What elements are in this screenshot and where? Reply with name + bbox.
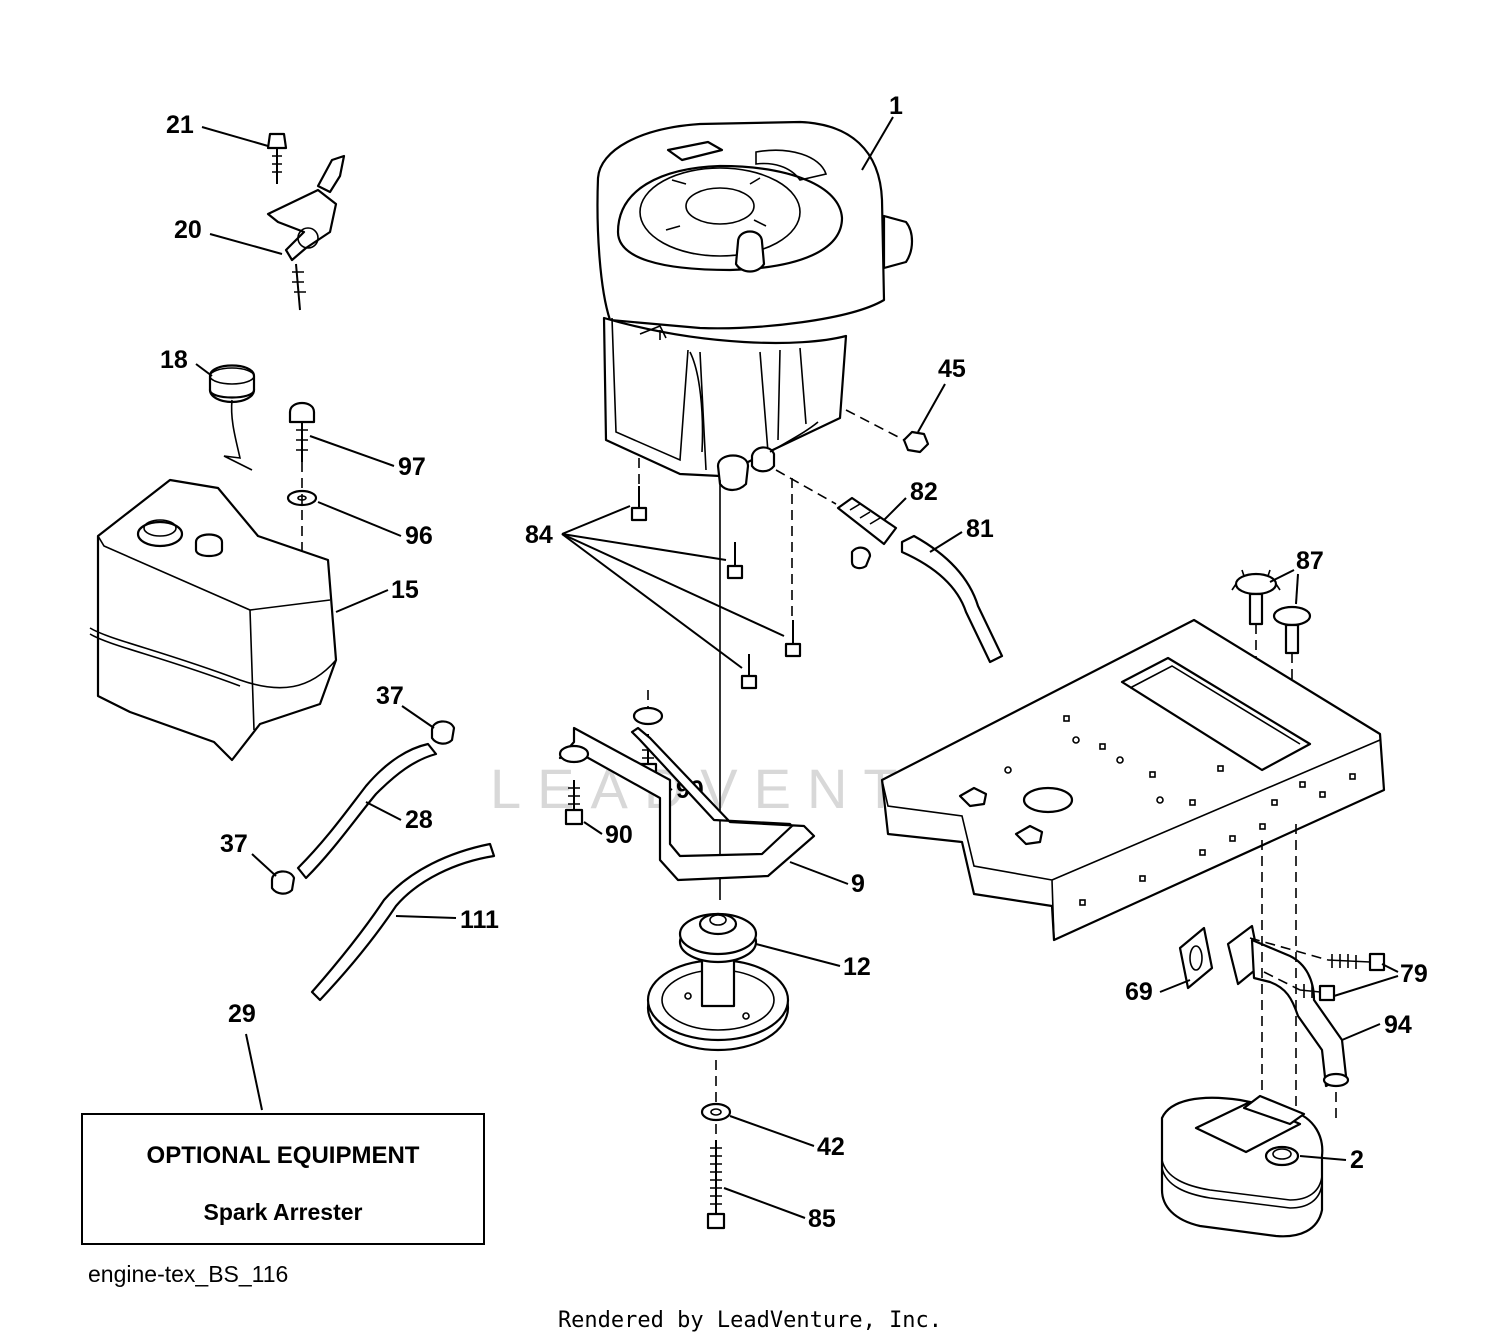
nut-45-part[interactable] xyxy=(902,430,930,454)
bolt-90-lower-part[interactable] xyxy=(564,780,584,826)
bolts-84-part[interactable] xyxy=(630,486,802,690)
callout-82: 82 xyxy=(910,478,938,506)
diagram-code: engine-tex_BS_116 xyxy=(88,1261,288,1287)
callout-87: 87 xyxy=(1296,547,1324,575)
throttle-control-part[interactable] xyxy=(266,154,346,311)
washer-42-part[interactable] xyxy=(700,1102,732,1122)
callout-18: 18 xyxy=(160,346,188,374)
optional-equipment-title: OPTIONAL EQUIPMENT xyxy=(147,1142,420,1169)
frame-part[interactable] xyxy=(880,618,1386,942)
bolt-97-part[interactable] xyxy=(288,401,316,462)
callout-29: 29 xyxy=(228,1000,256,1028)
callout-15: 15 xyxy=(391,576,419,604)
optional-equipment-item: Spark Arrester xyxy=(204,1199,363,1225)
callout-1: 1 xyxy=(889,92,903,120)
screw-21-part[interactable] xyxy=(266,132,288,184)
callout-79: 79 xyxy=(1400,960,1428,988)
clamp-37-upper-part[interactable] xyxy=(430,720,456,745)
callout-45: 45 xyxy=(938,355,966,383)
callout-21: 21 xyxy=(166,111,194,139)
callout-42: 42 xyxy=(817,1133,845,1161)
clamp-37-lower-part[interactable] xyxy=(270,870,296,895)
callout-69: 69 xyxy=(1125,978,1153,1006)
callout-20: 20 xyxy=(174,216,202,244)
callout-96: 96 xyxy=(405,522,433,550)
fuel-tank-part[interactable] xyxy=(89,478,338,762)
callout-97: 97 xyxy=(398,453,426,481)
gasket-69-part[interactable] xyxy=(1178,926,1214,990)
hose-111-part[interactable] xyxy=(310,842,496,1002)
callout-12: 12 xyxy=(843,953,871,981)
callout-37-upper: 37 xyxy=(376,682,404,710)
bracket-9-part[interactable] xyxy=(558,706,816,882)
fuel-filter-part[interactable] xyxy=(836,496,898,570)
rendered-by-footer: Rendered by LeadVenture, Inc. xyxy=(558,1308,942,1333)
muffler-2-part[interactable] xyxy=(1160,1094,1324,1238)
bolts-87-part[interactable] xyxy=(1231,569,1312,655)
pulley-12-part[interactable] xyxy=(646,912,790,1052)
callout-85: 85 xyxy=(808,1205,836,1233)
bolts-79-part[interactable] xyxy=(1299,952,1386,1002)
fuel-hose-81-part[interactable] xyxy=(900,534,1004,664)
bolt-85-part[interactable] xyxy=(706,1140,726,1230)
callout-9: 9 xyxy=(851,870,865,898)
fuel-hose-28-part[interactable] xyxy=(296,742,438,880)
fuel-cap-part[interactable] xyxy=(208,364,256,471)
optional-equipment-box: OPTIONAL EQUIPMENT Spark Arrester xyxy=(81,1113,485,1245)
callout-84: 84 xyxy=(525,521,553,549)
callout-81: 81 xyxy=(966,515,994,543)
callout-90-lower: 90 xyxy=(605,821,633,849)
callout-94: 94 xyxy=(1384,1011,1412,1039)
callout-111: 111 xyxy=(460,906,499,934)
callout-28: 28 xyxy=(405,806,433,834)
callout-37-lower: 37 xyxy=(220,830,248,858)
callout-2: 2 xyxy=(1350,1146,1364,1174)
engine-part[interactable] xyxy=(596,120,914,492)
exhaust-pipe-94-part[interactable] xyxy=(1226,924,1350,1088)
